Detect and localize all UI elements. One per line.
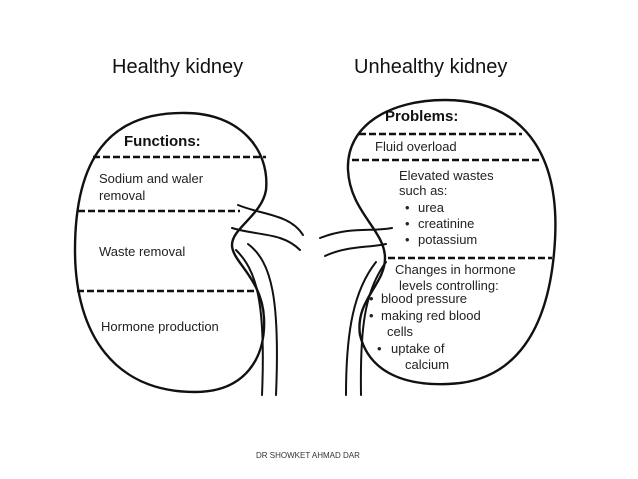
author-credit: DR SHOWKET AHMAD DAR xyxy=(256,451,360,460)
unhealthy-section-3-item-1: blood pressure xyxy=(381,291,467,306)
bullet-marker: • xyxy=(369,308,374,323)
bullet-marker: • xyxy=(405,232,410,247)
healthy-section-2: Waste removal xyxy=(99,244,185,259)
unhealthy-section-3-item-4: uptake of xyxy=(391,341,445,356)
bullet-marker: • xyxy=(377,341,382,356)
healthy-kidney-title: Healthy kidney xyxy=(112,56,243,78)
unhealthy-section-2-line-1: Elevated wastes xyxy=(399,168,494,183)
unhealthy-section-3-line-1: Changes in hormone xyxy=(395,262,516,277)
bullet-marker: • xyxy=(369,291,374,306)
unhealthy-section-2-line-2: such as: xyxy=(399,183,447,198)
unhealthy-section-2-bullet-2: creatinine xyxy=(418,216,474,231)
unhealthy-section-3-item-3: cells xyxy=(387,324,414,339)
unhealthy-kidney-title: Unhealthy kidney xyxy=(354,56,507,78)
unhealthy-problems-heading: Problems: xyxy=(385,108,458,125)
unhealthy-section-1: Fluid overload xyxy=(375,139,457,154)
healthy-section-3: Hormone production xyxy=(101,319,219,334)
bullet-marker: • xyxy=(405,200,410,215)
bullet-marker: • xyxy=(405,216,410,231)
unhealthy-section-3-item-5: calcium xyxy=(405,357,449,372)
unhealthy-section-2-bullet-1: urea xyxy=(418,200,445,215)
healthy-functions-heading: Functions: xyxy=(124,133,201,150)
healthy-section-1-line-2: removal xyxy=(99,188,145,203)
unhealthy-section-2-bullet-3: potassium xyxy=(418,232,477,247)
healthy-section-1-line-1: Sodium and waler xyxy=(99,171,204,186)
unhealthy-section-3-item-2: making red blood xyxy=(381,308,481,323)
